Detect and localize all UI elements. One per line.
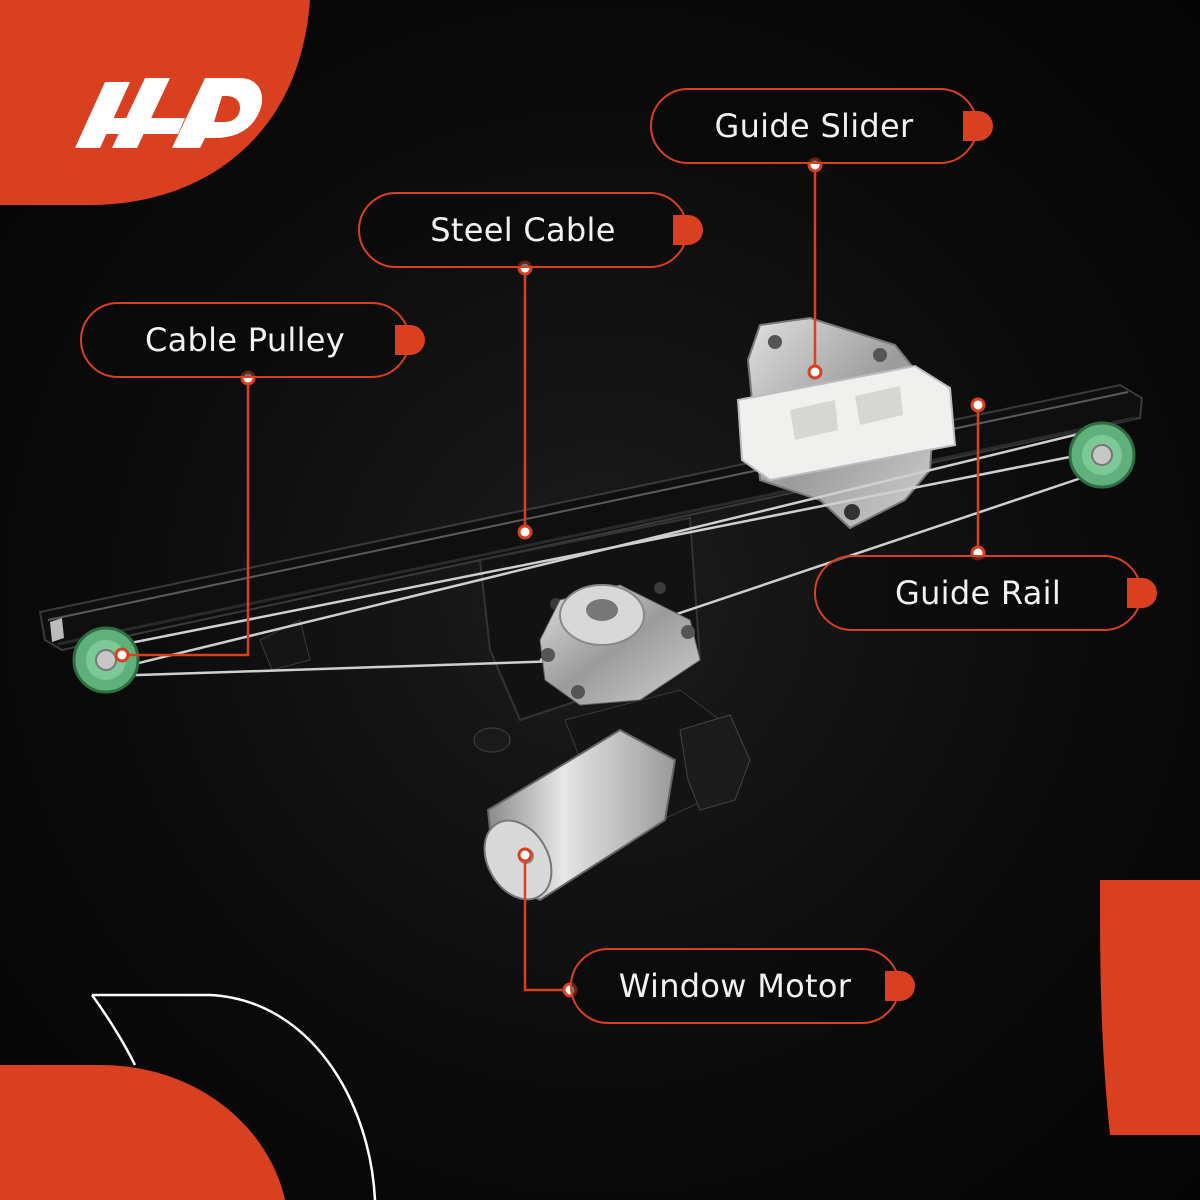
label-steel-cable: Steel Cable [358, 192, 703, 268]
label-guide-slider-text: Guide Slider [714, 107, 914, 145]
left-cable-pulley [72, 626, 140, 694]
corner-outline-bottom-left-base [90, 994, 137, 1066]
label-guide-slider: Guide Slider [650, 88, 993, 164]
label-cable-pulley: Cable Pulley [80, 302, 425, 378]
brand-logo [75, 78, 263, 148]
label-steel-cable-text: Steel Cable [430, 211, 616, 249]
leader-lines [122, 165, 980, 992]
label-guide-slider-tab [963, 111, 993, 141]
corner-shape-bottom-left [0, 1065, 285, 1200]
label-steel-cable-tab [673, 215, 703, 245]
corner-outline-bottom-left [92, 993, 377, 1200]
corner-shape-right [1100, 880, 1200, 1135]
label-window-motor: Window Motor [570, 948, 915, 1024]
label-cable-pulley-text: Cable Pulley [144, 321, 346, 359]
right-cable-pulley [1068, 421, 1136, 489]
label-guide-rail: Guide Rail [814, 555, 1157, 631]
label-window-motor-text: Window Motor [618, 967, 852, 1005]
cable-drum [539, 584, 701, 706]
guide-slider [736, 316, 957, 530]
label-window-motor-tab [885, 971, 915, 1001]
label-cable-pulley-tab [395, 325, 425, 355]
window-motor [483, 689, 751, 902]
label-guide-rail-tab [1127, 578, 1157, 608]
label-guide-rail-text: Guide Rail [894, 574, 1062, 612]
